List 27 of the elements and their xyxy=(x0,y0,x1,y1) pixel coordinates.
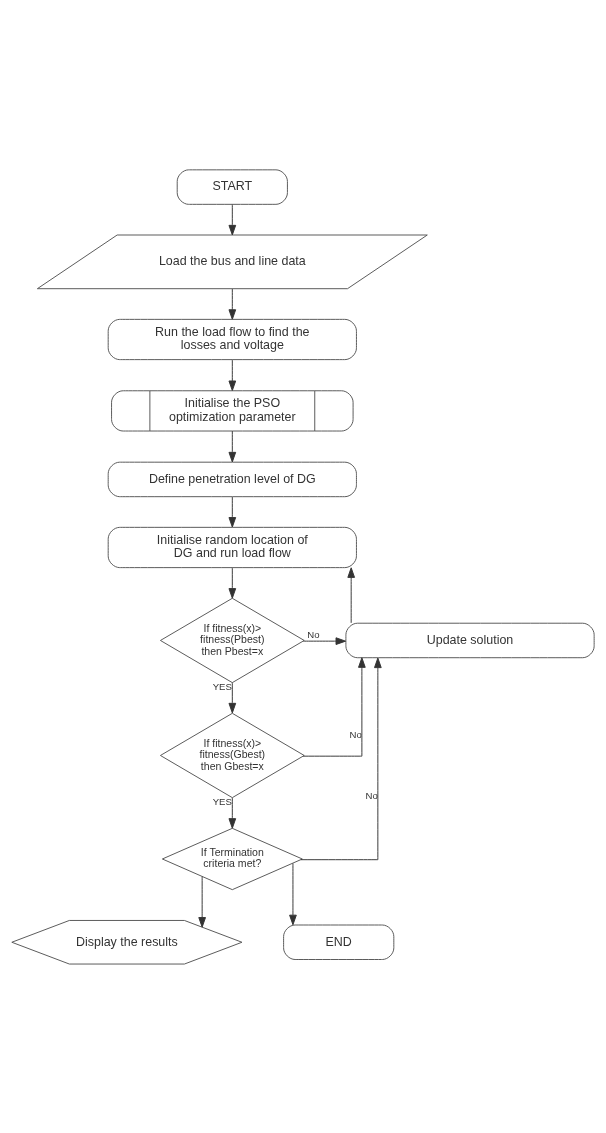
arrow xyxy=(302,636,347,645)
node-diamond: If Termination criteria met? xyxy=(161,827,303,890)
node-box: Define penetration level of DG xyxy=(107,461,357,497)
node-diamond: If fitness(x)> fitness(Gbest) then Gbest=x xyxy=(159,712,305,798)
node-box: Update solution xyxy=(345,622,595,658)
edge-label: YES xyxy=(212,680,232,692)
node-box: Initialise random location of DG and run load flow xyxy=(107,526,357,568)
arrow xyxy=(228,681,237,713)
arrow xyxy=(228,203,237,235)
arrow xyxy=(228,358,237,391)
edge-label: No xyxy=(307,628,320,640)
arrow xyxy=(228,495,237,528)
arrow xyxy=(302,656,366,757)
arrow xyxy=(228,796,237,829)
node-box: Run the load flow to find the losses and voltage xyxy=(107,318,357,360)
edge-label: YES xyxy=(212,795,232,807)
arrow xyxy=(198,875,206,928)
arrow xyxy=(347,566,356,623)
node-box: START xyxy=(176,168,288,205)
node-diamond: If fitness(x)> fitness(Pbest) then Pbest=x xyxy=(159,597,305,683)
node-box: END xyxy=(283,924,395,960)
arrow xyxy=(228,566,237,599)
arrow xyxy=(228,430,237,462)
arrow xyxy=(228,288,237,320)
arrow xyxy=(300,657,382,860)
edge-label: No xyxy=(349,728,362,740)
arrow xyxy=(289,862,297,925)
